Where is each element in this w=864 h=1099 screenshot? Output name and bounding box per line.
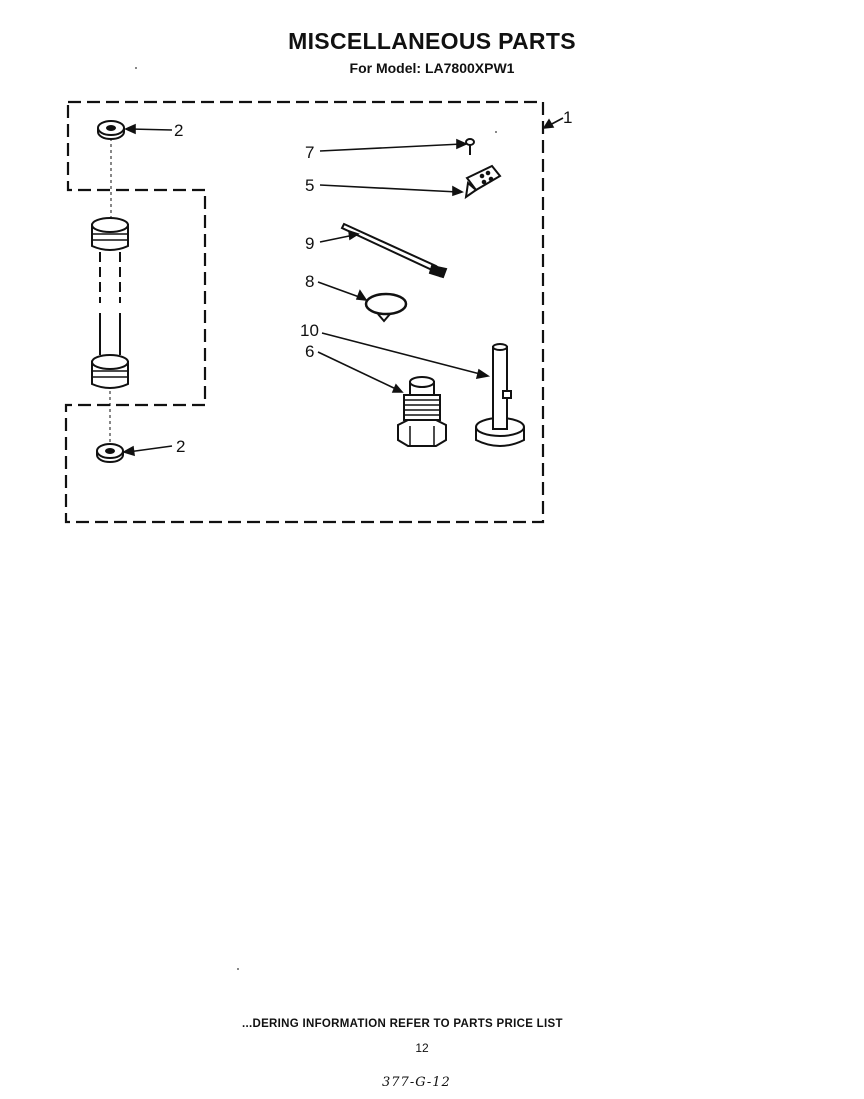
callout-9: 9 xyxy=(305,234,314,253)
kit-boundary xyxy=(64,100,545,524)
callout-5: 5 xyxy=(305,176,314,195)
page-title: MISCELLANEOUS PARTS xyxy=(288,28,576,54)
callout-6: 6 xyxy=(305,342,314,361)
screw-icon xyxy=(465,138,475,155)
callout-8: 8 xyxy=(305,272,314,291)
callout-10: 10 xyxy=(300,321,319,340)
document-number: 377-G-12 xyxy=(382,1075,451,1090)
callout-7: 7 xyxy=(305,143,314,162)
callout-1: 1 xyxy=(563,108,572,127)
speck xyxy=(237,968,239,970)
cable-tie-icon xyxy=(340,222,448,279)
ring-clamp-icon xyxy=(364,292,408,323)
page-number: 12 xyxy=(415,1041,429,1055)
callout-2-top: 2 xyxy=(174,121,183,140)
callout-2-bottom: 2 xyxy=(176,437,185,456)
washer-top-icon xyxy=(97,120,125,140)
bracket-icon xyxy=(464,164,502,200)
speck xyxy=(495,131,497,133)
drain-connector-icon xyxy=(397,376,447,447)
model-subtitle: For Model: LA7800XPW1 xyxy=(349,60,515,76)
inlet-hose-icon xyxy=(91,217,129,389)
ordering-info-footer: ...DERING INFORMATION REFER TO PARTS PRI… xyxy=(242,1018,563,1030)
standpipe-icon xyxy=(475,343,525,447)
leader-lines xyxy=(121,117,564,457)
washer-bottom-icon xyxy=(96,443,124,463)
speck xyxy=(135,67,137,69)
